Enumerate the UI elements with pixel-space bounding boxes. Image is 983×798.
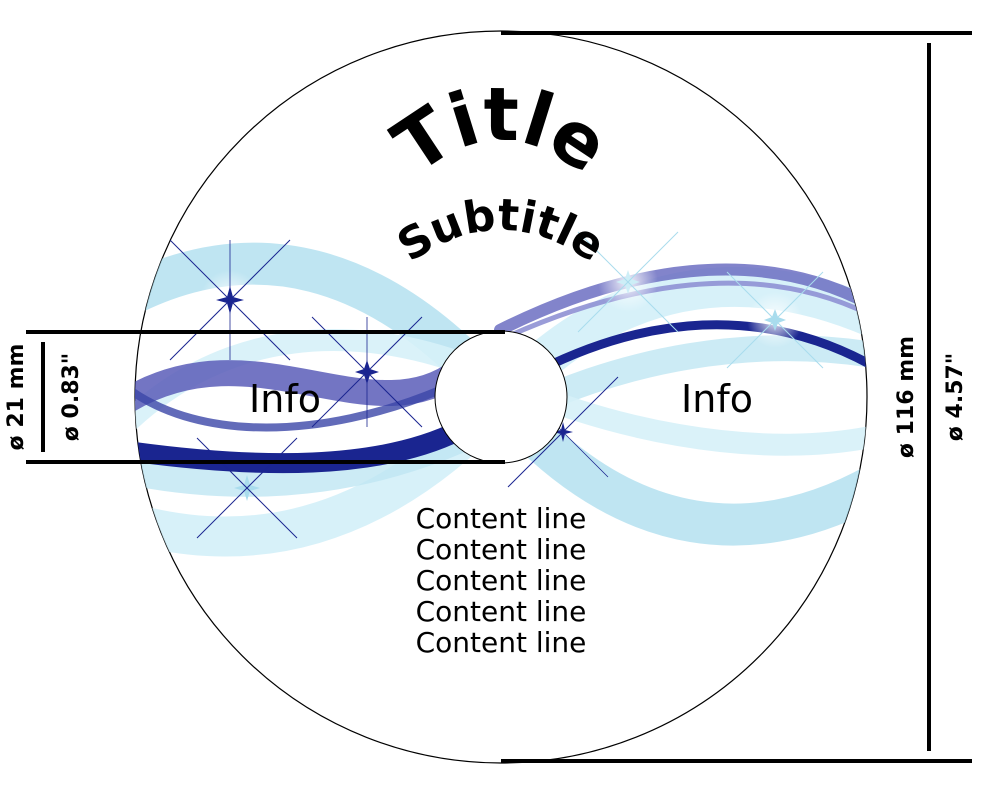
content-lines: Content line Content line Content line C… [416, 502, 587, 659]
content-line: Content line [416, 595, 587, 628]
content-line: Content line [416, 533, 587, 566]
center-hole [434, 330, 568, 464]
content-line: Content line [416, 564, 587, 597]
sparkle-decoration [169, 231, 824, 539]
content-line: Content line [416, 502, 587, 535]
info-right: Info [681, 377, 753, 421]
hole-diameter-mm: ø 21 mm [4, 344, 29, 451]
hole-dimension: ø 21 mm ø 0.83" [4, 330, 505, 464]
disc-diameter-in: ø 4.57" [943, 353, 968, 442]
info-left: Info [249, 377, 321, 421]
content-line: Content line [416, 626, 587, 659]
disc-dimension: ø 116 mm ø 4.57" [501, 31, 972, 763]
disc-diameter-mm: ø 116 mm [894, 336, 919, 458]
hole-diameter-in: ø 0.83" [59, 353, 84, 442]
